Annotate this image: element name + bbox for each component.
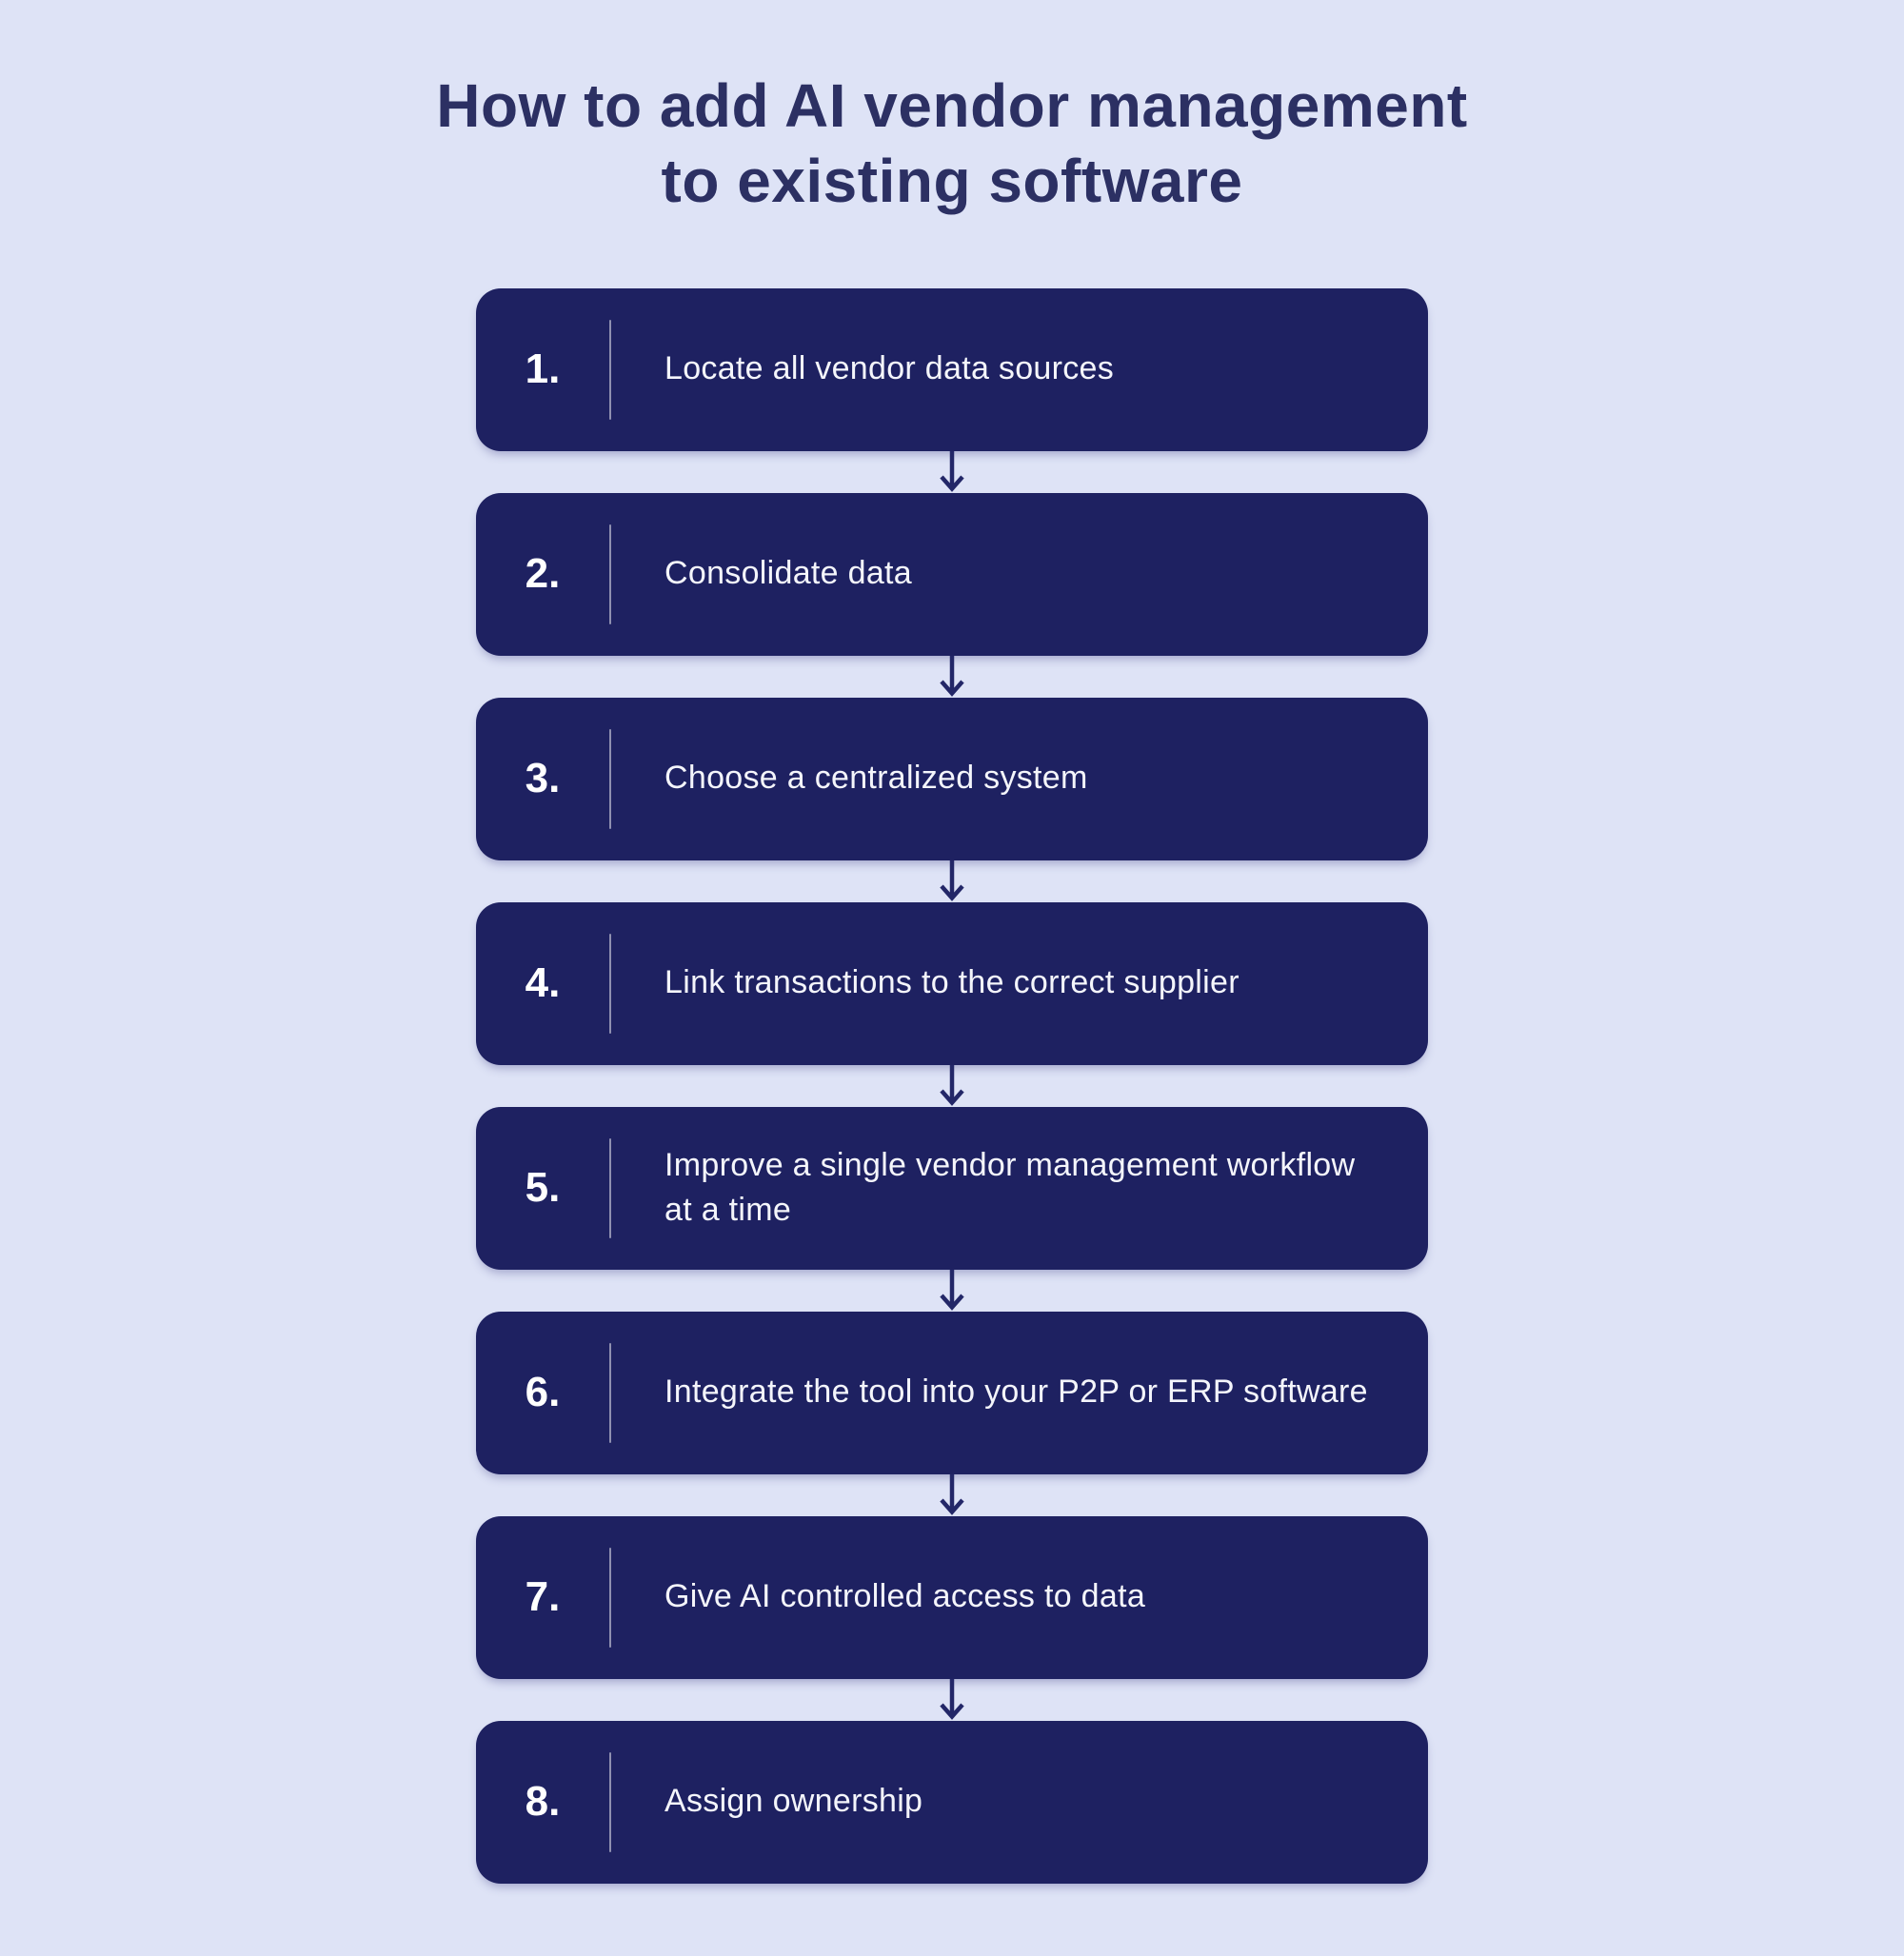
step-box-4: 4. Link transactions to the correct supp… [476,901,1428,1065]
step-number: 4. [525,959,561,1007]
step-box-3: 3. Choose a centralized system [476,697,1428,860]
step-box-1: 1. Locate all vendor data sources [476,287,1428,451]
step-box-8: 8. Assign ownership [476,1720,1428,1884]
page-title: How to add AI vendor management to exist… [0,0,1904,220]
step-number: 8. [525,1778,561,1826]
step-label: Locate all vendor data sources [664,350,1115,387]
step-label: Assign ownership [664,1783,923,1820]
step-label: Choose a centralized system [664,760,1088,797]
step-divider [609,319,611,420]
step-label: Link transactions to the correct supplie… [664,964,1240,1001]
step-number: 5. [525,1164,561,1212]
step-number: 6. [525,1369,561,1416]
step-divider [609,524,611,624]
step-divider [609,728,611,829]
step-divider [609,1751,611,1852]
arrow-down-icon [476,859,1428,902]
step-divider [609,933,611,1034]
step-box-2: 2. Consolidate data [476,492,1428,656]
step-label: Give AI controlled access to data [664,1578,1146,1615]
step-label: Improve a single vendor management workf… [664,1146,1356,1229]
arrow-down-icon [476,450,1428,493]
page-title-line1: How to add AI vendor management [436,71,1468,140]
step-box-6: 6. Integrate the tool into your P2P or E… [476,1311,1428,1474]
arrow-down-icon [476,1269,1428,1312]
step-divider [609,1342,611,1443]
flowchart: 1. Locate all vendor data sources 2. Con… [476,287,1428,1884]
step-number: 2. [525,550,561,598]
step-number: 1. [525,346,561,393]
arrow-down-icon [476,655,1428,698]
step-label: Consolidate data [664,555,912,592]
page-title-line2: to existing software [661,147,1243,216]
step-divider [609,1137,611,1238]
step-number: 3. [525,755,561,802]
step-number: 7. [525,1573,561,1621]
step-divider [609,1547,611,1648]
arrow-down-icon [476,1678,1428,1721]
step-box-5: 5. Improve a single vendor management wo… [476,1106,1428,1270]
arrow-down-icon [476,1064,1428,1107]
step-box-7: 7. Give AI controlled access to data [476,1515,1428,1679]
step-label: Integrate the tool into your P2P or ERP … [664,1373,1368,1411]
arrow-down-icon [476,1473,1428,1516]
